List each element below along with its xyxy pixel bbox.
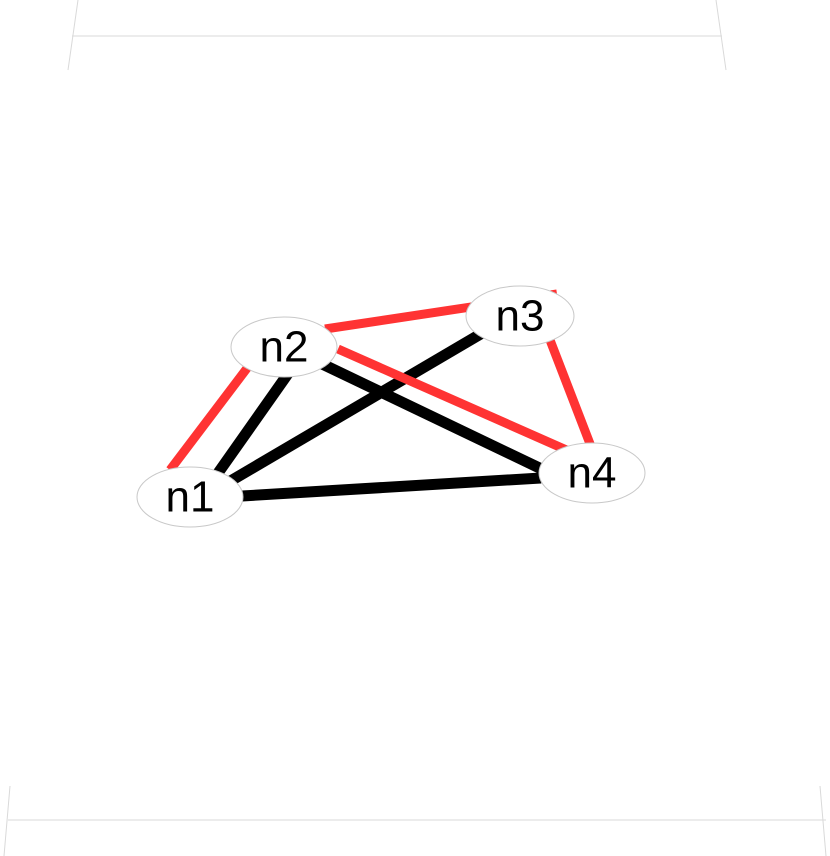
edge-n1-n2-red: [166, 356, 258, 473]
node-n1[interactable]: n1: [136, 466, 244, 528]
node-n1-label: n1: [166, 473, 215, 522]
edge-n2-n4-black: [315, 357, 555, 479]
node-n2[interactable]: n2: [230, 316, 338, 378]
edge-n2-n4-red: [336, 344, 582, 461]
node-n3-label: n3: [496, 292, 545, 341]
node-n2-label: n2: [260, 323, 309, 372]
node-n4[interactable]: n4: [538, 442, 646, 504]
node-n1-shape: [136, 466, 244, 528]
edge-n1-n2-black: [206, 364, 297, 487]
frame-top-left-edge: [67, 0, 79, 71]
node-n2-shape: [230, 316, 338, 378]
edge-n1-n4-black: [241, 472, 542, 502]
node-n4-shape: [538, 442, 646, 504]
black-edges: [206, 327, 555, 502]
frame-bottom-right-edge: [819, 785, 827, 856]
node-n3[interactable]: n3: [465, 285, 575, 347]
frame-bottom-left-edge: [3, 785, 11, 856]
frame-top-right-edge: [715, 0, 727, 71]
node-n3-shape: [465, 285, 575, 347]
node-n4-label: n4: [568, 449, 617, 498]
edge-n1-n3-black: [219, 327, 487, 491]
frame-lines: [3, 0, 827, 856]
edge-n3-n4-red: [545, 338, 597, 451]
